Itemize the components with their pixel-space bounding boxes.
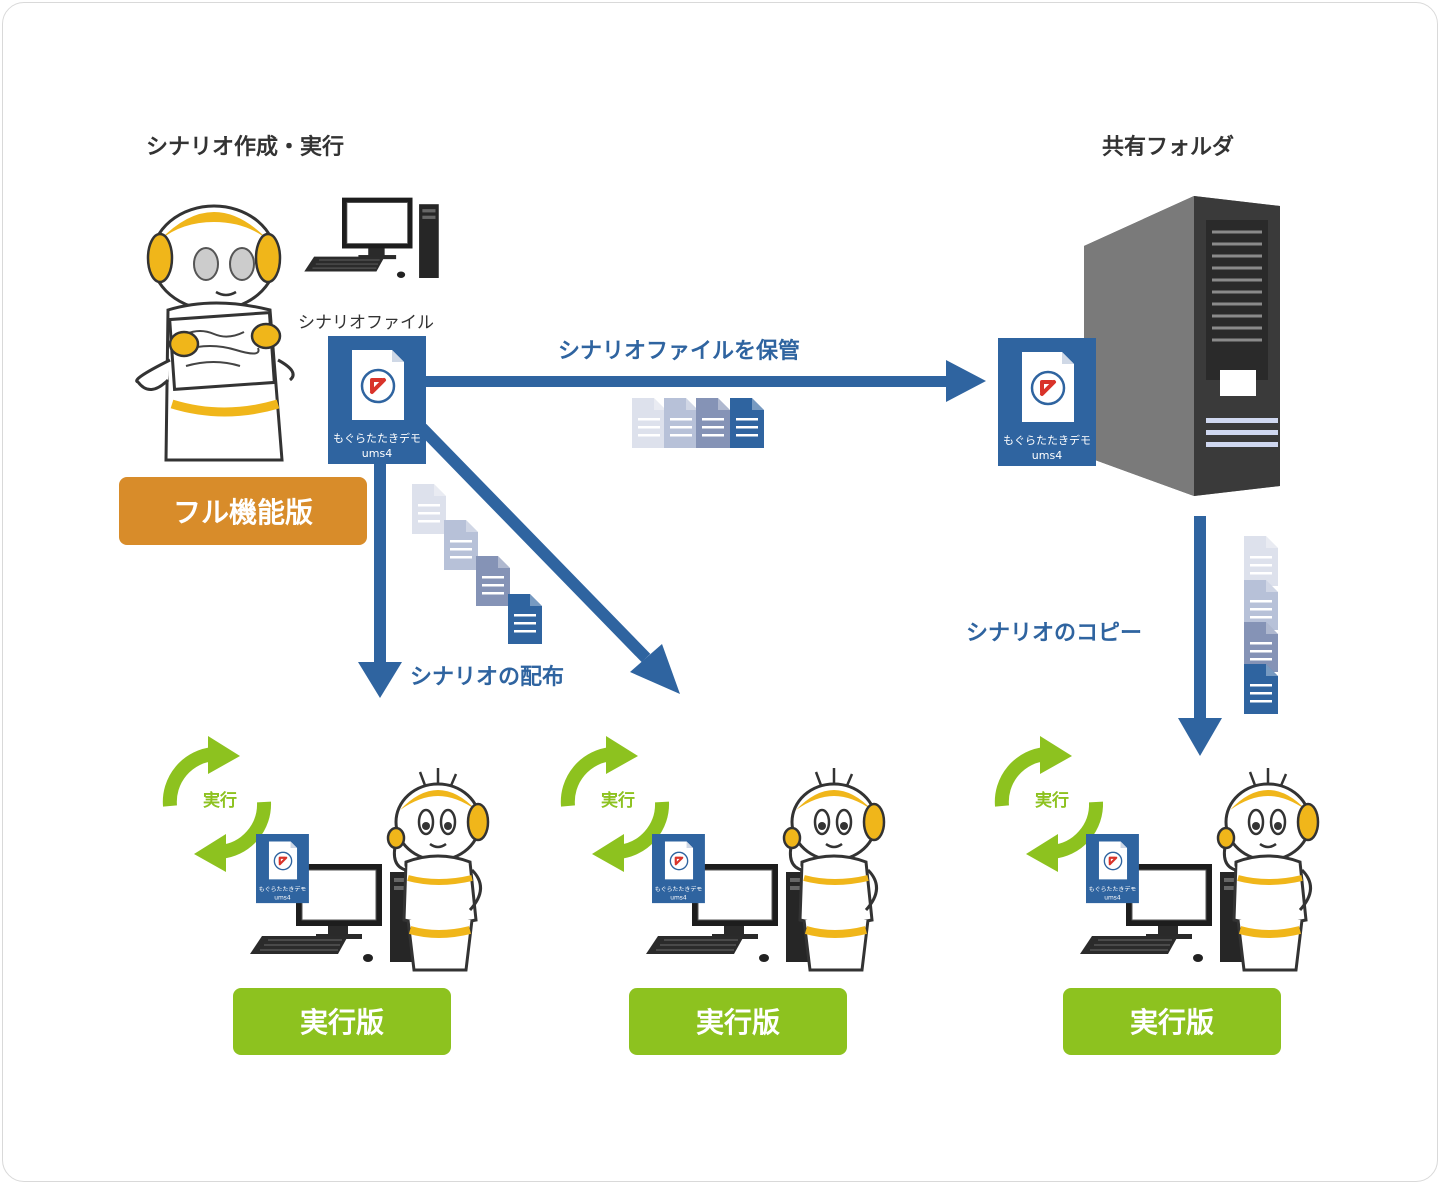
runner-1-badge-label: 実行版 <box>300 1006 384 1039</box>
shared-heading: 共有フォルダ <box>1102 134 1234 160</box>
runner-2-badge-label: 実行版 <box>696 1006 780 1039</box>
shared-file-icon-name: もぐらたたきデモ <box>1003 433 1091 447</box>
distribute-arrow-diagonal <box>417 423 680 694</box>
file-icon-name: もぐらたたきデモ <box>333 431 421 445</box>
runner-1: 実行 もぐらたたきデモ ums4 実行版 <box>170 736 488 1055</box>
copy-label: シナリオのコピー <box>966 621 1142 646</box>
runner-2-file-name: もぐらたたきデモ <box>655 885 703 893</box>
runner-1-file-icon[interactable]: もぐらたたきデモ ums4 <box>254 832 311 905</box>
full-version-label: フル機能版 <box>173 496 313 529</box>
shared-scenario-file-icon[interactable]: もぐらたたきデモ ums4 <box>996 336 1098 468</box>
full-version-badge: フル機能版 <box>119 477 367 545</box>
runner-3-badge-label: 実行版 <box>1130 1006 1214 1039</box>
runner-2: 実行 もぐらたたきデモ ums4 実行版 <box>568 736 884 1055</box>
creator-scenario-file-icon[interactable]: もぐらたたきデモ ums4 <box>326 334 428 466</box>
file-icon-ext: ums4 <box>362 447 392 460</box>
runner-2-file-ext: ums4 <box>670 894 687 901</box>
distribute-documents-icon <box>412 484 542 644</box>
runner-3-file-ext: ums4 <box>1104 894 1121 901</box>
scenario-file-caption: シナリオファイル <box>298 313 434 333</box>
runner-2-badge: 実行版 <box>629 988 847 1055</box>
runner-2-cycle-label: 実行 <box>601 790 635 811</box>
store-documents-icon <box>632 398 764 448</box>
runner-1-badge: 実行版 <box>233 988 451 1055</box>
shared-file-icon-ext: ums4 <box>1032 449 1062 462</box>
distribute-arrow-down <box>358 464 402 698</box>
runner-3: 実行 もぐらたたきデモ ums4 実行版 <box>1002 736 1318 1055</box>
runner-3-cycle-label: 実行 <box>1035 790 1069 811</box>
runner-3-badge: 実行版 <box>1063 988 1281 1055</box>
runner-1-cycle-label: 実行 <box>203 790 237 811</box>
runner-2-file-icon[interactable]: もぐらたたきデモ ums4 <box>650 832 706 905</box>
copy-arrow-down <box>1178 516 1222 756</box>
copy-documents-icon <box>1244 536 1278 714</box>
shared-server-icon <box>1082 194 1282 498</box>
creator-robot-illustration <box>135 204 295 462</box>
runner-1-file-ext: ums4 <box>274 894 291 901</box>
runner-1-file-name: もぐらたたきデモ <box>259 885 307 893</box>
creator-heading: シナリオ作成・実行 <box>146 134 344 160</box>
store-label: シナリオファイルを保管 <box>558 338 800 364</box>
creator-computer <box>303 197 440 279</box>
store-arrow <box>426 360 986 402</box>
runner-3-file-icon[interactable]: もぐらたたきデモ ums4 <box>1084 832 1141 905</box>
runner-3-file-name: もぐらたたきデモ <box>1089 885 1137 893</box>
distribute-label: シナリオの配布 <box>410 664 564 690</box>
